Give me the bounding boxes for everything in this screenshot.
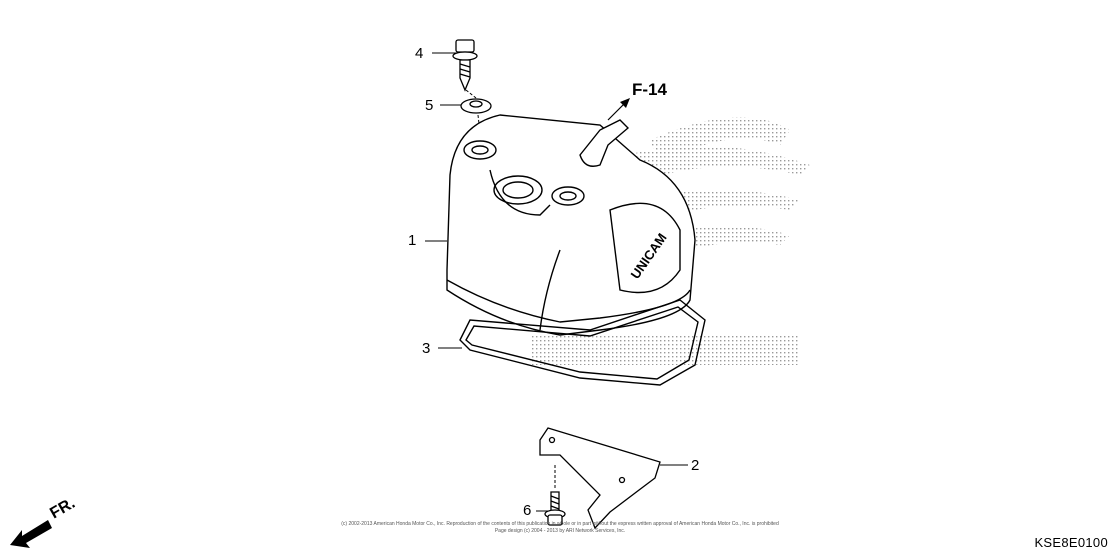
gasket-3: [459, 299, 706, 386]
callout-1: 1: [408, 232, 417, 249]
callout-5: 5: [425, 97, 434, 114]
copyright-line-2: Page design (c) 2004 - 2013 by ARI Netwo…: [494, 528, 626, 534]
diagram-code: KSE8E0100: [1034, 535, 1108, 550]
callout-3: 3: [422, 340, 431, 357]
copyright-line-1: (c) 2002-2013 American Honda Motor Co., …: [341, 521, 779, 527]
front-arrow-icon: [10, 520, 52, 548]
cylinder-head-cover-1: [446, 114, 696, 336]
callout-2: 2: [691, 457, 700, 474]
bracket-2: [539, 427, 661, 530]
reference-f14[interactable]: F-14: [632, 80, 667, 99]
reference-arrow: [607, 98, 630, 121]
callout-4: 4: [415, 45, 424, 62]
washer-5: [460, 98, 492, 114]
copyright-notice: (c) 2002-2013 American Honda Motor Co., …: [300, 521, 820, 535]
callout-6: 6: [523, 502, 532, 519]
bolt-6: [544, 491, 566, 526]
bolt-4: [452, 39, 478, 92]
